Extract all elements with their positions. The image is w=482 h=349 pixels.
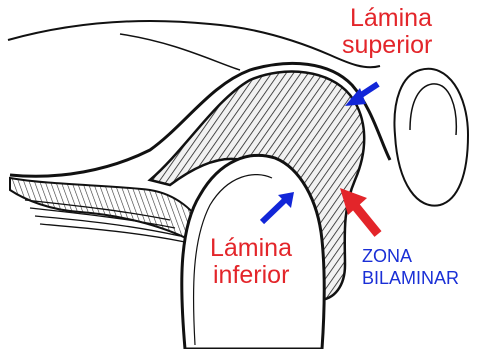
label-zona-line1: ZONA [362,245,459,267]
label-lamina-inferior: Lámina inferior [210,235,292,289]
skull-base-outline [8,21,380,67]
label-lamina-superior-line1: Lámina [342,5,432,32]
ear-canal-inner [410,84,456,135]
skull-base-inner-outline [120,34,240,70]
label-lamina-inferior-line1: Lámina [210,235,292,262]
label-lamina-superior-line2: superior [342,32,432,59]
label-zona-bilaminar: ZONA BILAMINAR [362,245,459,289]
label-lamina-superior: Lámina superior [342,5,432,59]
label-lamina-inferior-line2: inferior [210,262,292,289]
label-zona-line2: BILAMINAR [362,267,459,289]
ear-canal-outline [394,69,468,206]
